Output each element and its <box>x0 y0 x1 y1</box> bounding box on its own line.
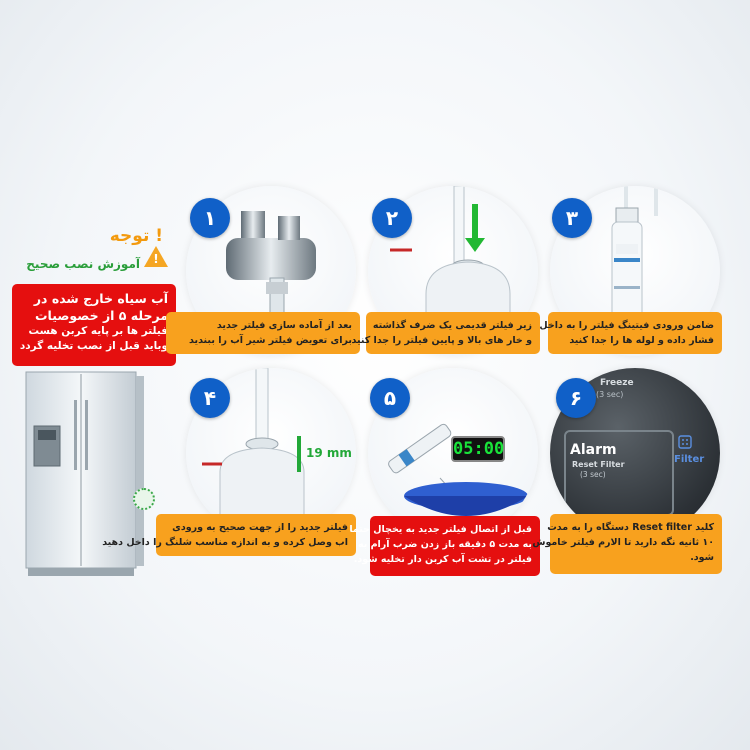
caption-line: قبل از اتصال فیلتر جدید به یخچال حتما <box>349 524 532 535</box>
step-number-1: ۱ <box>190 198 230 238</box>
reset-filter-label: Reset Filter <box>572 460 625 469</box>
green-marker-icon <box>133 488 155 510</box>
caption-line: شود. <box>690 552 714 563</box>
notice-box: آب سیاه خارج شده در مرحله ۵ از خصوصیات ف… <box>12 284 176 366</box>
notice-title: توجه ! <box>109 226 163 246</box>
caption-line: کلید Reset filter دستگاه را به مدت <box>547 522 714 533</box>
caption-line: بعد از آماده سازی فیلتر جدید <box>216 320 352 331</box>
hold-label: (3 sec) <box>580 470 606 479</box>
caption-line: فشار داده و لوله ها را جدا کنید <box>569 335 714 346</box>
measure-bar <box>297 436 301 472</box>
warning-triangle-icon: ! <box>144 244 174 272</box>
step-number-5: ۵ <box>370 378 410 418</box>
caption-line: برای تعویض فیلتر شیر آب را ببندید <box>189 335 352 346</box>
step-number-4: ۴ <box>190 378 230 418</box>
refrigerator-image <box>12 370 162 585</box>
step-4-image <box>186 368 356 538</box>
step-3-caption: ضامن ورودی فیتینگ فیلتر را به داخل فشار … <box>539 312 722 354</box>
caption-line: و خار های بالا و پایین فیلتر را جدا کنید <box>351 335 532 346</box>
notice-line: وباید قبل از نصب تخلیه گردد <box>19 340 168 352</box>
measure-label: 19 mm <box>306 446 352 460</box>
notice-line: مرحله ۵ از خصوصیات <box>35 308 168 323</box>
notice-line: آب سیاه خارج شده در <box>33 291 168 306</box>
notice-subtitle: آموزش نصب صحیح <box>26 257 140 271</box>
caption-line: فیلتر جدید را از جهت صحیح به ورودی <box>172 522 348 533</box>
step-6-caption: کلید Reset filter دستگاه را به مدت ۱۰ ثا… <box>532 514 722 574</box>
filter-button[interactable]: Filter <box>674 454 705 465</box>
caption-line: اب وصل کرده و به اندازه مناسب شلنگ را دا… <box>102 537 348 548</box>
countdown-timer: 05:00 <box>451 436 505 462</box>
freeze-hold-label: (3 sec) <box>596 390 624 399</box>
filter-icon <box>678 434 692 449</box>
caption-line: فیلتر در تشت آب کربن دار تخلیه شود. <box>353 554 532 565</box>
notice-line: فیلتر ها بر پایه کربن هست <box>28 325 168 337</box>
caption-line: ۱۰ ثانیه نگه دارید تا الارم فیلتر خاموش <box>532 537 714 548</box>
step-4-caption: فیلتر جدید را از جهت صحیح به ورودی اب وص… <box>102 514 356 556</box>
freeze-label: Freeze <box>600 378 634 388</box>
step-number-3: ۳ <box>552 198 592 238</box>
step-5-caption: قبل از اتصال فیلتر جدید به یخچال حتما به… <box>349 516 540 576</box>
caption-line: به مدت ۵ دقیقه باز زدن ضرب آرام به <box>357 539 532 550</box>
step-1-caption: بعد از آماده سازی فیلتر جدید برای تعویض … <box>166 312 360 354</box>
alarm-label: Alarm <box>570 442 617 458</box>
step-number-2: ۲ <box>372 198 412 238</box>
step-2-caption: زیر فیلتر قدیمی یک ضرف گذاشته و خار های … <box>351 312 540 354</box>
caption-line: زیر فیلتر قدیمی یک ضرف گذاشته <box>372 320 532 331</box>
caption-line: ضامن ورودی فیتینگ فیلتر را به داخل <box>539 320 714 331</box>
step-number-6: ۶ <box>556 378 596 418</box>
